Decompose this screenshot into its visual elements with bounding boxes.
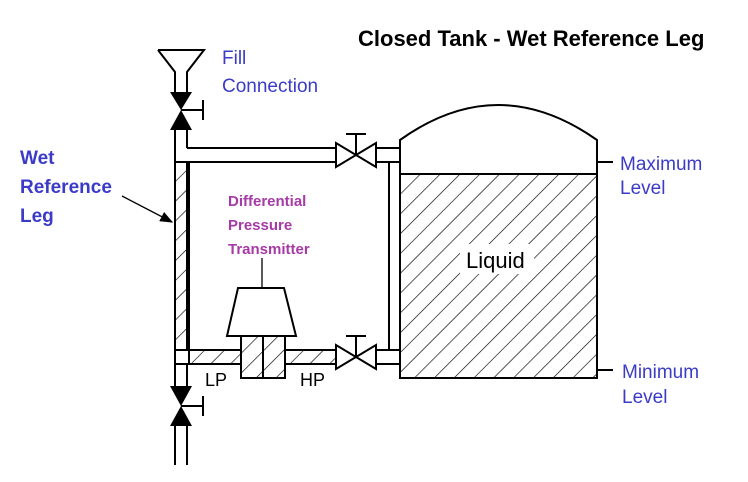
upper-tap-valve: [335, 133, 377, 169]
reference-leg-arrow: [121, 195, 174, 223]
funnel-icon: [157, 49, 207, 92]
low-pressure-label: LP: [205, 370, 227, 390]
transmitter-label: Differential Pressure Transmitter: [228, 193, 311, 258]
upper-tap-pipe: [187, 147, 401, 163]
drain-valve: [170, 364, 204, 465]
maximum-level-label: Maximum Level: [620, 154, 708, 199]
wet-reference-leg-label: Wet Reference Leg: [20, 148, 117, 227]
fill-valve: [170, 92, 204, 130]
high-pressure-label: HP: [300, 370, 325, 390]
lower-tap-valve: [335, 335, 377, 371]
lower-tap-pipe: [175, 349, 400, 365]
minimum-level-label: Minimum Level: [622, 362, 704, 408]
transmitter-icon: [225, 258, 298, 379]
reference-leg-pipe: [174, 130, 190, 386]
fill-connection-label: Fill Connection: [222, 48, 318, 97]
diagram-title: Closed Tank - Wet Reference Leg: [358, 26, 704, 51]
liquid-label: Liquid: [466, 248, 525, 273]
tank: [399, 104, 598, 379]
